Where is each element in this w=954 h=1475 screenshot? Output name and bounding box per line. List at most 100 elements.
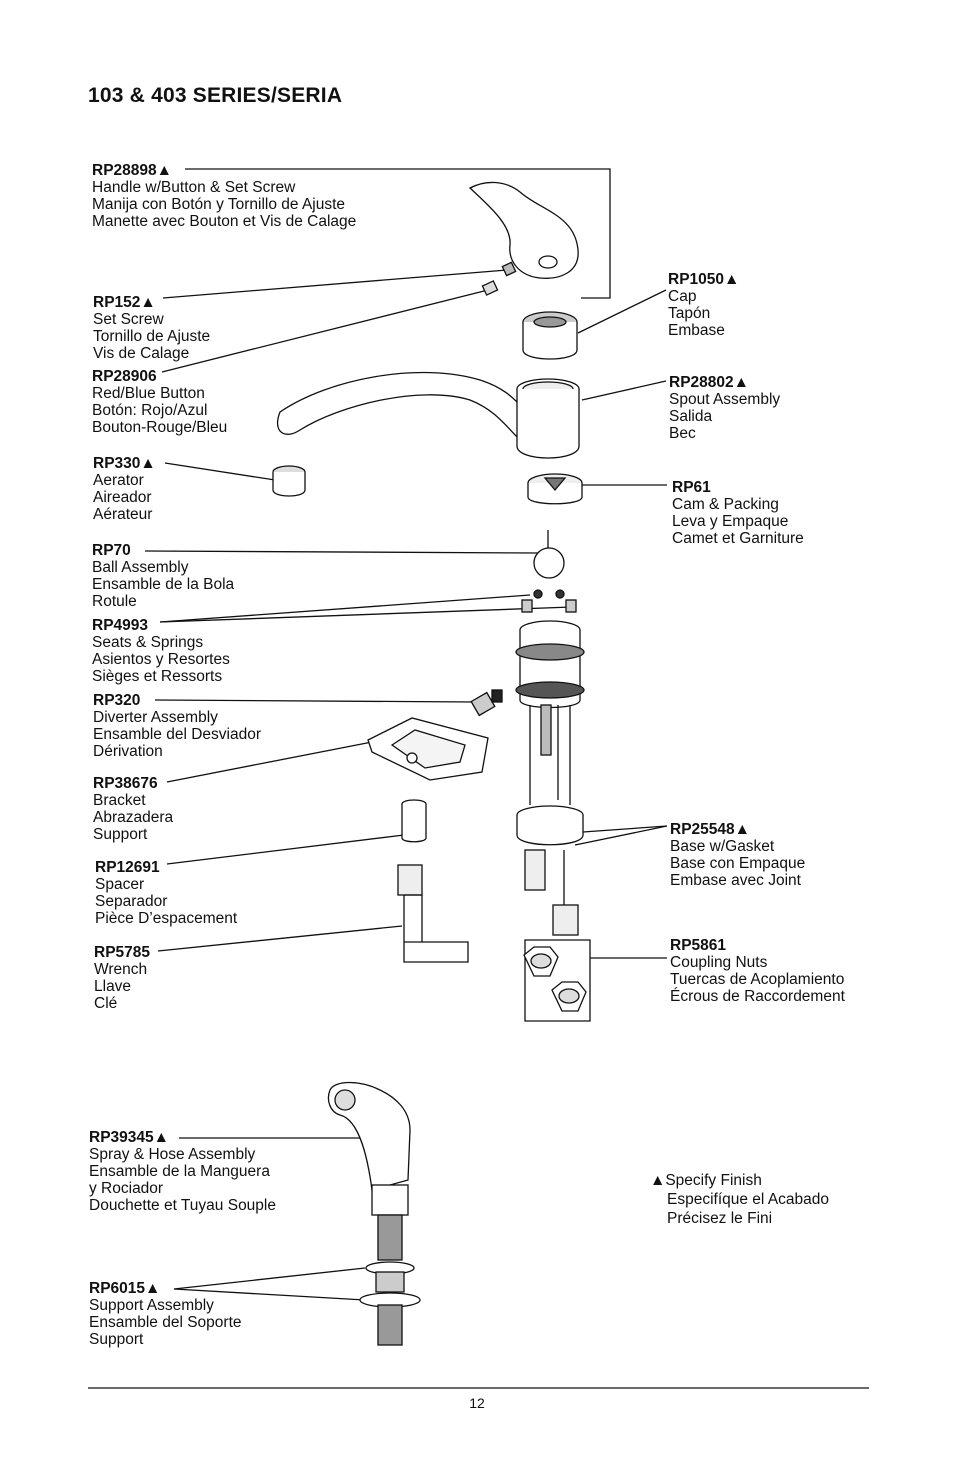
part-description-line: Leva y Empaque	[672, 513, 789, 530]
part-code: RP152	[93, 294, 141, 311]
part-description-line: Spray & Hose Assembly	[89, 1146, 256, 1163]
part-code-row: RP1050▲	[668, 271, 739, 288]
part-description-line: Spacer	[95, 876, 145, 893]
diverter-drawing	[470, 689, 503, 717]
part-description-line: Spout Assembly	[669, 391, 781, 408]
part-description-line: y Rociador	[89, 1180, 164, 1197]
part-description-line: Ensamble de la Bola	[92, 576, 235, 593]
coupling-nuts-drawing	[523, 946, 587, 1012]
part-description-line: Sièges et Ressorts	[92, 668, 223, 685]
wrench-drawing	[397, 864, 469, 963]
part-description-line: Base w/Gasket	[670, 838, 775, 855]
part-description-line: Cap	[668, 288, 697, 305]
specify-finish-marker: ▲	[734, 821, 750, 838]
part-description-line: Separador	[95, 893, 168, 910]
part-description-line: Ensamble del Desviador	[93, 726, 262, 743]
leader-lines	[144, 168, 668, 1301]
note-line-1: ▲Specify Finish	[650, 1172, 762, 1189]
part-description-line: Douchette et Tuyau Souple	[89, 1197, 276, 1214]
specify-finish-marker: ▲	[140, 294, 156, 311]
part-description-line: Bracket	[93, 792, 146, 809]
part-code-row: RP4993	[92, 617, 230, 634]
part-code: RP28906	[92, 368, 157, 385]
part-description-line: Bec	[669, 425, 696, 442]
part-code: RP5861	[670, 937, 727, 954]
cap-drawing	[522, 311, 578, 360]
part-code: RP25548	[670, 821, 735, 838]
part-description-line: Aerator	[93, 472, 144, 489]
part-description-line: Tuercas de Acoplamiento	[670, 971, 845, 988]
part-description-line: Cam & Packing	[672, 496, 779, 513]
part-description-line: Clé	[94, 995, 118, 1012]
part-description-line: Écrous de Raccordement	[670, 988, 845, 1005]
part-code-row: RP320	[93, 692, 261, 709]
part-description-line: Botón: Rojo/Azul	[92, 402, 208, 419]
part-description-line: Diverter Assembly	[93, 709, 218, 726]
part-code: RP6015	[89, 1280, 146, 1297]
part-description-line: Embase avec Joint	[670, 872, 801, 889]
part-description-line: Embase	[668, 322, 725, 339]
part-code: RP4993	[92, 617, 149, 634]
part-description-line: Manija con Botón y Tornillo de Ajuste	[92, 196, 346, 213]
page-number: 12	[469, 1395, 485, 1411]
part-description-line: Ensamble del Soporte	[89, 1314, 242, 1331]
aerator-drawing	[272, 465, 306, 497]
part-code: RP39345	[89, 1129, 154, 1146]
part-description-line: Aérateur	[93, 506, 153, 523]
note-line-3: Précisez le Fini	[667, 1210, 773, 1227]
part-description-line: Salida	[669, 408, 713, 425]
part-description-line: Vis de Calage	[93, 345, 190, 362]
part-description-line: Handle w/Button & Set Screw	[92, 179, 296, 196]
part-code-row: RP330▲	[93, 455, 156, 472]
specify-finish-marker: ▲	[156, 162, 172, 179]
handle-drawing	[468, 181, 579, 296]
part-code-row: RP5861	[670, 937, 845, 954]
part-description-line: Support	[89, 1331, 144, 1348]
specify-finish-marker: ▲	[145, 1280, 161, 1297]
specify-finish-marker: ▲	[140, 455, 156, 472]
part-description-line: Aireador	[93, 489, 152, 506]
part-code-row: RP28906	[92, 368, 227, 385]
part-description-line: Dérivation	[93, 743, 163, 760]
part-description-line: Set Screw	[93, 311, 164, 328]
specify-finish-marker: ▲	[153, 1129, 169, 1146]
part-code: RP28802	[669, 374, 734, 391]
part-code-row: RP28898▲	[92, 162, 356, 179]
part-description-line: Red/Blue Button	[92, 385, 205, 402]
part-description-line: Ensamble de la Manguera	[89, 1163, 270, 1180]
part-code: RP5785	[94, 944, 151, 961]
part-description-line: Abrazadera	[93, 809, 174, 826]
cam-drawing	[527, 473, 583, 505]
part-code-row: RP38676	[93, 775, 173, 792]
part-description-line: Support	[93, 826, 148, 843]
part-code-row: RP5785	[94, 944, 150, 961]
part-code: RP28898	[92, 162, 157, 179]
part-code-row: RP28802▲	[669, 374, 780, 391]
seats-drawing	[521, 589, 577, 613]
specify-finish-marker: ▲	[724, 271, 740, 288]
valve-body-drawing	[515, 620, 585, 936]
bracket-drawing	[367, 717, 489, 781]
part-code: RP1050	[668, 271, 725, 288]
part-description-line: Tornillo de Ajuste	[93, 328, 211, 345]
part-code: RP70	[92, 542, 131, 559]
spacer-drawing	[401, 799, 427, 843]
part-description-line: Rotule	[92, 593, 137, 610]
part-code-row: RP25548▲	[670, 821, 805, 838]
part-description-line: Camet et Garniture	[672, 530, 804, 547]
part-code-row: RP61	[672, 479, 804, 496]
